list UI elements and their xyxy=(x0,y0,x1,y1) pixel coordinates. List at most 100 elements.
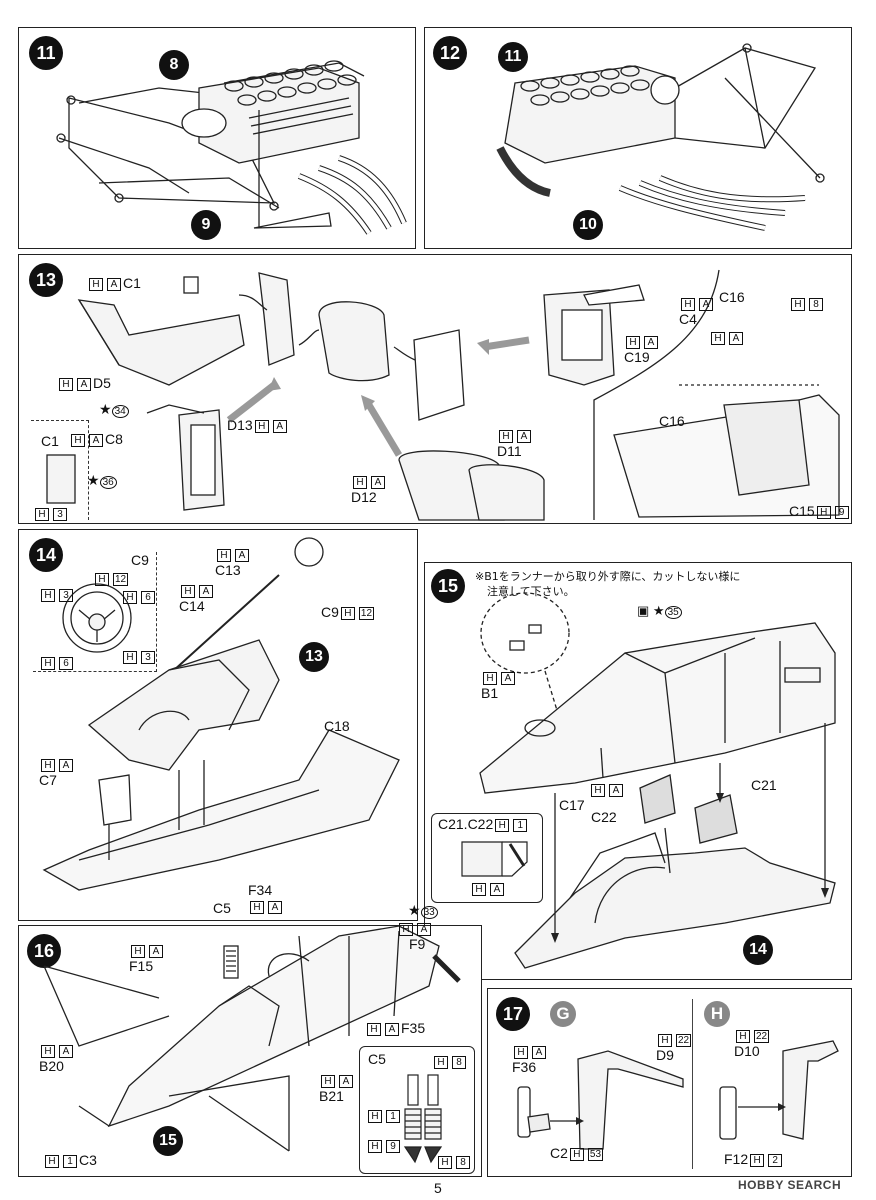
box-a: A xyxy=(385,1023,399,1036)
box-a: A xyxy=(199,585,213,598)
box-a: A xyxy=(268,901,282,914)
body-assembly-drawing xyxy=(479,592,836,969)
part-c21: C21 xyxy=(751,777,777,793)
part-c16: C16 xyxy=(719,289,745,305)
box-h: H xyxy=(131,945,145,958)
box-22: 22 xyxy=(676,1034,692,1047)
part-d10: D10 xyxy=(734,1043,760,1059)
box-53: 53 xyxy=(587,1148,604,1161)
part-c13: C13 xyxy=(215,562,241,578)
box-8: 8 xyxy=(809,298,823,311)
step-number-17: 17 xyxy=(496,997,530,1031)
box-h: H xyxy=(399,923,413,936)
rear-wing-parts-drawing xyxy=(517,1040,839,1150)
box-a: A xyxy=(371,476,385,489)
part-c3: C3 xyxy=(79,1152,97,1168)
box-h: H xyxy=(750,1154,765,1167)
box-h: H xyxy=(368,1110,382,1123)
box-h: H xyxy=(340,607,355,620)
box-a: A xyxy=(149,945,163,958)
part-f35: F35 xyxy=(401,1020,426,1036)
engine-assembled-drawing xyxy=(496,43,825,231)
note-line-2: 注意して下さい。 xyxy=(487,585,575,598)
box-h: H xyxy=(71,434,85,447)
part-c2: C2 xyxy=(550,1145,568,1161)
box-h: H xyxy=(791,298,805,311)
label-c16-inset: C16 xyxy=(659,413,685,429)
decal-33-top: ★33 xyxy=(408,902,438,919)
label-c1-detail: C1 xyxy=(41,433,59,449)
box-3: 3 xyxy=(141,651,155,664)
box-h: H xyxy=(89,278,103,291)
part-f15: F15 xyxy=(129,958,154,974)
ref-step-14: 14 xyxy=(743,935,773,965)
box-a: A xyxy=(77,378,91,391)
decal-34-num: 34 xyxy=(111,405,129,418)
box-a: A xyxy=(235,549,249,562)
box-h: H xyxy=(495,819,510,832)
variant-divider xyxy=(692,999,693,1169)
box-h: H xyxy=(816,506,831,519)
label-c9-detail: C9 xyxy=(131,552,149,568)
decal-35-num: 35 xyxy=(664,606,682,619)
box-a: A xyxy=(59,759,73,772)
part-c1: C1 xyxy=(123,275,141,291)
variant-h-badge: H xyxy=(704,1001,730,1027)
box-h: H xyxy=(736,1030,750,1043)
c21-c22-part-drawing xyxy=(461,841,528,877)
box-a: A xyxy=(417,923,431,936)
box-h: H xyxy=(434,1056,448,1069)
label-c5-detail: C5 xyxy=(368,1051,386,1067)
part-c4: C4 xyxy=(679,311,697,327)
box-a: A xyxy=(644,336,658,349)
part-c7: C7 xyxy=(39,772,57,788)
decal-34: ★34 xyxy=(99,401,129,418)
step-number-12: 12 xyxy=(433,36,467,70)
part-f9: F9 xyxy=(409,936,426,952)
step-number-11: 11 xyxy=(29,36,63,70)
box-h: H xyxy=(438,1156,452,1169)
page-number: 5 xyxy=(434,1180,442,1196)
part-d9: D9 xyxy=(656,1047,674,1063)
box-h: H xyxy=(681,298,695,311)
box-a: A xyxy=(699,298,713,311)
part-d11: D11 xyxy=(497,443,522,459)
box-a: A xyxy=(59,1045,73,1058)
seat-cockpit-parts-drawing xyxy=(46,269,840,521)
box-12: 12 xyxy=(113,573,129,586)
label-c21: C21 xyxy=(751,777,777,793)
decal-35: ▣ ★35 xyxy=(637,603,682,619)
box-1: 1 xyxy=(386,1110,400,1123)
box-2: 2 xyxy=(768,1154,783,1167)
decal-36-num: 36 xyxy=(99,476,117,489)
label-c16-top: C16 xyxy=(719,289,745,305)
step-13-panel: 13 xyxy=(18,254,852,524)
box-h: H xyxy=(353,476,367,489)
box-h: H xyxy=(41,657,55,670)
c1-detail-frame xyxy=(31,420,89,520)
part-c9: C9 xyxy=(321,604,339,620)
step-number-13: 13 xyxy=(29,263,63,297)
step-number-16: 16 xyxy=(27,934,61,968)
box-h: H xyxy=(123,591,137,604)
part-c19: C19 xyxy=(624,349,650,365)
part-c1-detail: C1 xyxy=(41,433,59,449)
part-f12: F12 xyxy=(724,1151,749,1167)
